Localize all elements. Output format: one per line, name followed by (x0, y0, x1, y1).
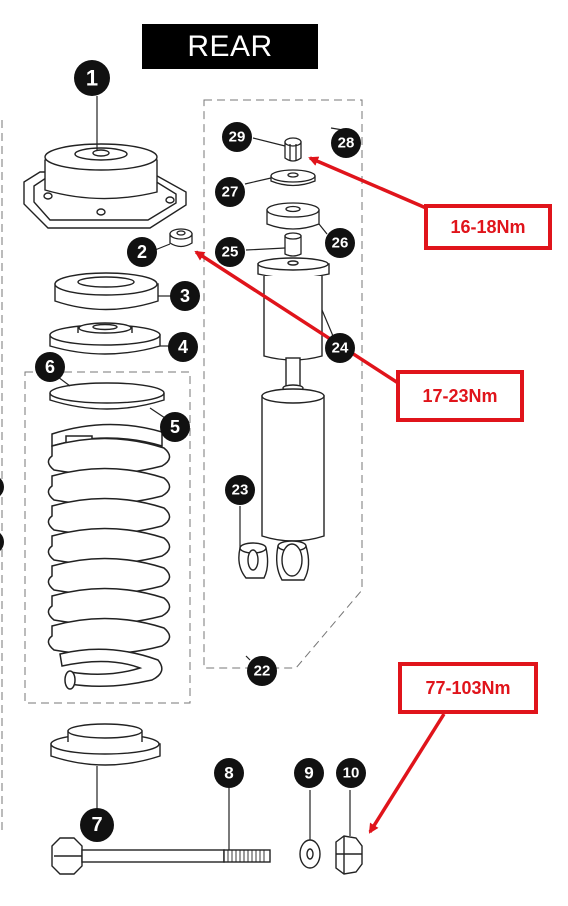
callout-28 (331, 128, 361, 158)
torque-label-mount-nut: 17-23Nm (396, 370, 524, 422)
callout-6 (35, 352, 65, 382)
washer (299, 839, 321, 869)
edge-callout-upper (0, 478, 4, 496)
callout-5 (160, 412, 190, 442)
shock-washer (270, 169, 316, 187)
shock-sleeve (284, 232, 302, 257)
callout-9 (294, 758, 324, 788)
label-1: 1 (86, 66, 98, 91)
callout-23 (225, 475, 255, 505)
label-7: 7 (91, 814, 102, 836)
label-5: 5 (170, 417, 180, 437)
dashed-group-outlines (1, 99, 363, 830)
label-2: 2 (137, 242, 147, 262)
label-28: 28 (338, 135, 355, 152)
label-4: 4 (178, 337, 188, 357)
arrow-upper-nut (308, 156, 441, 216)
torque-arrows (194, 156, 446, 834)
label-25: 25 (222, 244, 239, 261)
edge-callout-lower (0, 533, 4, 551)
arrow-mount-nut (194, 250, 413, 394)
callout-7 (80, 808, 114, 842)
torque-label-bolt-nut: 77-103Nm (398, 662, 538, 714)
label-6: 6 (45, 357, 55, 377)
spring-seat-upper (54, 272, 159, 311)
coil-spring (47, 423, 171, 690)
spring-isolator (49, 322, 161, 355)
callout-26 (325, 228, 355, 258)
spring-seat-lower (50, 723, 161, 766)
label-22: 22 (254, 663, 271, 680)
callout-2 (127, 237, 157, 267)
shock-bushing (266, 202, 320, 230)
rear-title: REAR (142, 24, 318, 69)
label-26: 26 (332, 235, 349, 252)
callout-4 (168, 332, 198, 362)
arrow-bolt-nut (368, 713, 446, 834)
callout-10 (336, 758, 366, 788)
label-10: 10 (343, 765, 360, 782)
callout-25 (215, 237, 245, 267)
label-8: 8 (224, 764, 233, 783)
spring-group-outline (24, 371, 191, 704)
callout-29 (222, 122, 252, 152)
mount-nut (169, 228, 193, 248)
callout-8 (214, 758, 244, 788)
callout-22 (247, 656, 277, 686)
shock-upper-body (257, 257, 330, 392)
callout-3 (170, 281, 200, 311)
callout-24 (325, 333, 355, 363)
label-24: 24 (332, 340, 349, 357)
spring-ring (49, 382, 165, 410)
label-27: 27 (222, 184, 239, 201)
label-23: 23 (232, 482, 249, 499)
shock-group-outline (203, 99, 363, 669)
label-29: 29 (229, 129, 246, 146)
upper-nut (284, 137, 302, 162)
callout-27 (215, 177, 245, 207)
callout-1 (74, 60, 110, 96)
nut (335, 835, 363, 875)
top-mount (23, 143, 187, 229)
shock-lower-body (238, 388, 325, 581)
callouts (35, 60, 366, 842)
label-9: 9 (304, 764, 313, 783)
label-3: 3 (180, 286, 190, 306)
torque-label-upper-nut: 16-18Nm (424, 204, 552, 250)
bolt (51, 837, 271, 875)
